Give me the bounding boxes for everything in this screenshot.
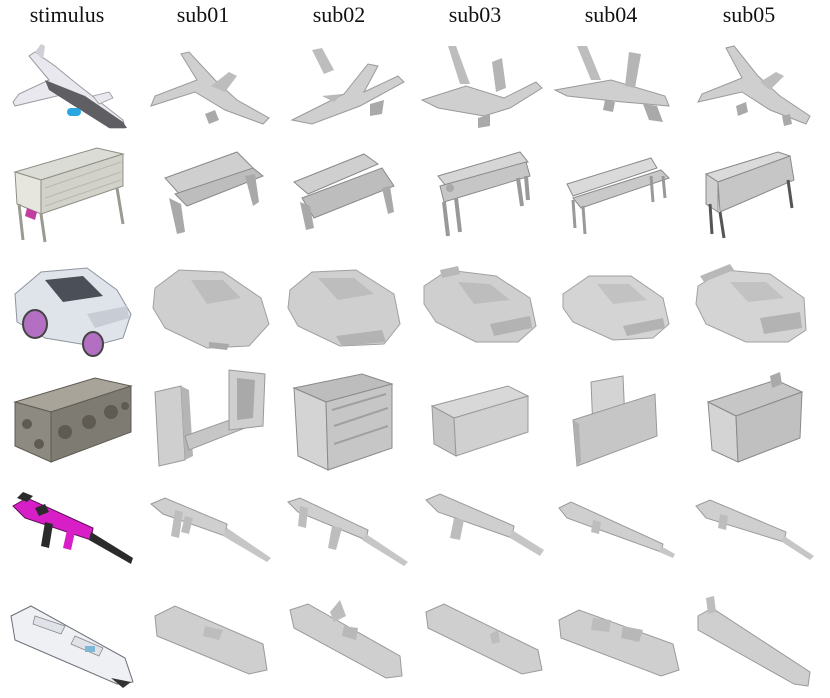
recon-sub05-bench <box>690 142 820 254</box>
recon-sub04-bench <box>553 142 683 254</box>
recon-sub02-bench <box>282 142 412 254</box>
recon-sub03-cabinet <box>418 366 548 478</box>
recon-sub03-bench <box>418 142 548 254</box>
column-header-stimulus: stimulus <box>29 2 105 27</box>
column-header-sub01: sub01 <box>176 2 230 27</box>
recon-sub05-ship <box>690 586 820 698</box>
column-header-sub03: sub03 <box>448 2 502 27</box>
recon-sub05-cabinet <box>690 366 820 478</box>
recon-sub04-cabinet <box>553 366 683 478</box>
recon-sub01-ship <box>145 586 275 698</box>
stimulus-bench <box>5 142 135 254</box>
recon-sub04-car <box>553 254 683 366</box>
recon-sub02-rifle <box>282 478 412 590</box>
recon-sub01-car <box>145 254 275 366</box>
recon-sub03-ship <box>418 586 548 698</box>
recon-sub01-cabinet <box>145 366 275 478</box>
recon-sub02-airplane <box>282 36 412 148</box>
column-header-sub04: sub04 <box>584 2 638 27</box>
stimulus-cabinet <box>5 366 135 478</box>
stimulus-airplane <box>5 36 135 148</box>
recon-sub04-rifle <box>553 478 683 590</box>
recon-sub03-car <box>418 254 548 366</box>
recon-sub05-airplane <box>690 36 820 148</box>
recon-sub02-ship <box>282 586 412 698</box>
recon-sub02-car <box>282 254 412 366</box>
recon-sub03-airplane <box>418 36 548 148</box>
stimulus-car <box>5 254 135 366</box>
column-headers: stimulus sub01 sub02 sub03 sub04 sub05 <box>0 0 830 34</box>
stimulus-rifle <box>5 478 135 590</box>
recon-sub05-rifle <box>690 478 820 590</box>
recon-sub04-airplane <box>553 36 683 148</box>
recon-sub02-cabinet <box>282 366 412 478</box>
column-header-sub05: sub05 <box>722 2 776 27</box>
recon-sub01-bench <box>145 142 275 254</box>
recon-sub01-rifle <box>145 478 275 590</box>
recon-sub05-car <box>690 254 820 366</box>
stimulus-ship <box>5 586 135 698</box>
recon-sub03-rifle <box>418 478 548 590</box>
column-header-sub02: sub02 <box>312 2 366 27</box>
recon-sub01-airplane <box>145 36 275 148</box>
recon-sub04-ship <box>553 586 683 698</box>
